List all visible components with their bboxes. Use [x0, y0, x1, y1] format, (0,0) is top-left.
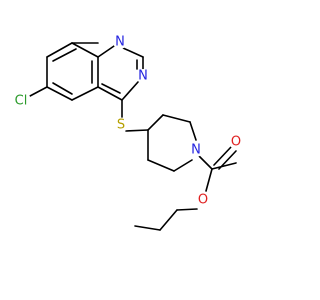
atom-symbol: N — [191, 143, 201, 158]
nitrogen-atom-top: N — [113, 35, 127, 50]
bond — [213, 146, 232, 166]
chemical-structure-diagram: N N Cl S N O O — [11, 34, 243, 231]
bond — [121, 81, 139, 101]
bond — [218, 150, 237, 170]
carbonyl-oxygen-atom: O — [229, 135, 243, 150]
bond — [52, 82, 73, 95]
atom-symbol: N — [138, 69, 148, 84]
bond — [189, 121, 197, 141]
bond — [29, 86, 48, 97]
atom-symbol: N — [115, 35, 125, 50]
bond — [162, 114, 191, 123]
bond — [97, 86, 123, 101]
bond — [205, 168, 213, 192]
atom-symbol: S — [117, 118, 125, 133]
bond — [147, 114, 164, 131]
bond — [71, 86, 99, 101]
bond — [97, 43, 118, 58]
chlorine-atom: Cl — [11, 91, 31, 111]
atom-symbol: Cl — [15, 94, 28, 109]
sulfur-atom: S — [114, 118, 128, 133]
atom-symbol: O — [198, 193, 208, 208]
bond — [122, 47, 144, 58]
bond — [159, 209, 178, 231]
bond — [46, 42, 73, 58]
ester-oxygen-atom: O — [196, 193, 210, 208]
bonds — [29, 42, 237, 231]
bond — [101, 83, 121, 94]
bond — [71, 42, 99, 58]
atom-labels: N N Cl S N O O — [11, 35, 243, 208]
bond — [211, 162, 237, 170]
bond — [147, 159, 175, 172]
bond — [46, 86, 73, 101]
bond — [173, 159, 193, 172]
bond — [176, 208, 198, 211]
bond — [134, 225, 161, 231]
nitrogen-atom-middle: N — [136, 69, 150, 84]
bond — [198, 155, 213, 170]
nitrogen-atom-piperidine: N — [189, 143, 203, 158]
bond — [125, 129, 149, 132]
atom-symbol: O — [231, 135, 241, 150]
bond — [52, 48, 77, 62]
